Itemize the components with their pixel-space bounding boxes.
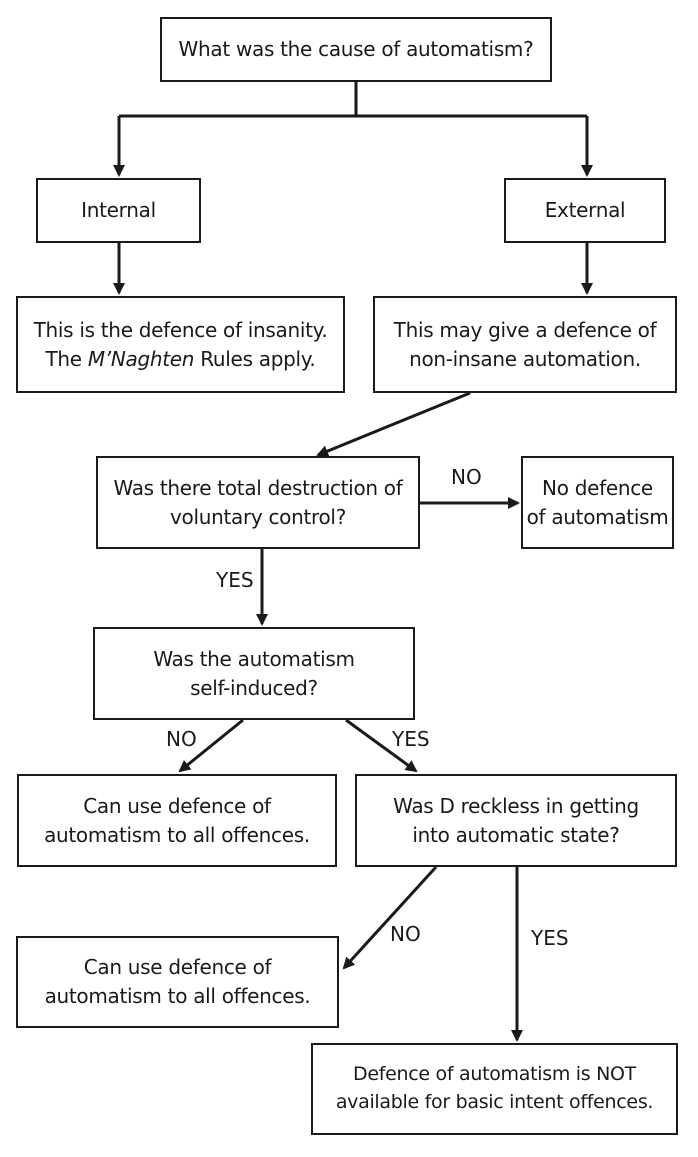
total-destruction-question-box: Was there total destruction of voluntary… — [96, 456, 420, 549]
edge-label-reckless-no: NO — [390, 922, 421, 946]
self-induced-line-2: self-induced? — [190, 675, 318, 700]
insanity-line-1: This is the defence of insanity. — [33, 317, 328, 342]
not-available-box: Defence of automatism is NOT available f… — [311, 1043, 678, 1135]
connector-cause-split — [119, 82, 587, 118]
self-induced-line-1: Was the automatism — [153, 646, 355, 671]
not-available-line-1: Defence of automatism is NOT — [353, 1063, 636, 1086]
internal-text: Internal — [81, 198, 156, 222]
can-use-defence-box-2: Can use defence of automatism to all off… — [16, 936, 339, 1028]
no-defence-line-1: No defence — [542, 475, 653, 500]
reckless-line-2: into automatic state? — [412, 822, 620, 847]
mnaghten-case-name: M’Naghten — [87, 346, 195, 371]
reckless-line-1: Was D reckless in getting — [393, 793, 639, 818]
insanity-defence-box: This is the defence of insanity. The M’N… — [16, 296, 345, 393]
insanity-line-2: The M’Naghten Rules apply. — [45, 345, 315, 374]
no-defence-box: No defence of automatism — [521, 456, 674, 549]
arrow-self-induced-yes — [345, 718, 418, 773]
can-use-defence-box-1: Can use defence of automatism to all off… — [17, 774, 337, 867]
reckless-question-box: Was D reckless in getting into automatic… — [355, 774, 677, 867]
edge-label-destruction-no: NO — [451, 465, 482, 489]
non-insane-automatism-box: This may give a defence of non-insane au… — [373, 296, 677, 393]
non-insane-line-2: non-insane automation. — [409, 346, 641, 371]
cause-question-text: What was the cause of automatism? — [178, 37, 534, 61]
can-use-2-line-1: Can use defence of — [83, 955, 272, 979]
cause-question-box: What was the cause of automatism? — [160, 17, 552, 82]
edge-label-destruction-yes: YES — [216, 568, 254, 592]
no-defence-line-2: of automatism — [526, 504, 669, 529]
non-insane-line-1: This may give a defence of — [393, 317, 657, 342]
can-use-1-line-1: Can use defence of — [83, 793, 271, 818]
total-destruction-line-1: Was there total destruction of — [113, 475, 403, 500]
edge-label-self-induced-yes: YES — [392, 727, 430, 751]
can-use-2-line-2: automatism to all offences. — [44, 984, 311, 1008]
edge-label-reckless-yes: YES — [531, 926, 569, 950]
arrow-self-induced-no — [178, 718, 244, 773]
internal-box: Internal — [36, 178, 201, 243]
arrow-reckless-no — [342, 865, 438, 970]
insanity-line-2-suffix: Rules apply. — [194, 346, 316, 371]
not-available-line-2: available for basic intent offences. — [335, 1091, 654, 1113]
external-box: External — [504, 178, 666, 243]
edge-label-self-induced-no: NO — [166, 727, 197, 751]
can-use-1-line-2: automatism to all offences. — [44, 822, 310, 847]
self-induced-question-box: Was the automatism self-induced? — [93, 627, 415, 720]
insanity-line-2-prefix: The — [45, 346, 88, 371]
arrow-non-insane-to-destruction — [316, 391, 471, 457]
total-destruction-line-2: voluntary control? — [169, 504, 347, 529]
external-text: External — [544, 198, 626, 222]
